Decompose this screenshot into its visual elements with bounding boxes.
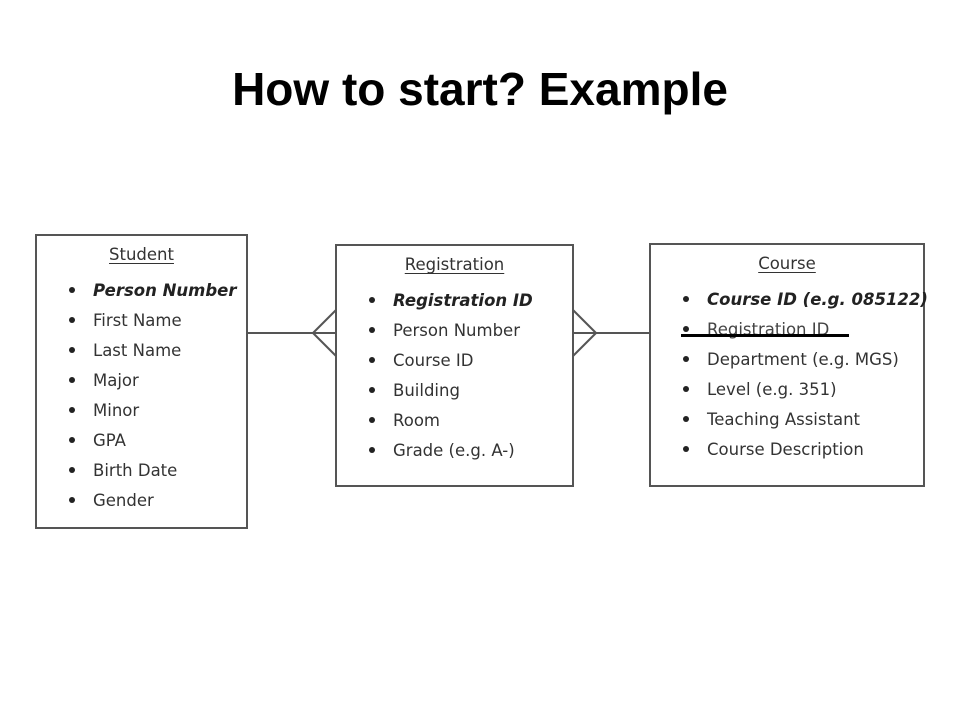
registration-course-crowfoot-upper [572, 309, 597, 334]
attribute-item-last-name: Last Name [37, 336, 246, 366]
bullet-icon [369, 387, 375, 393]
bullet-icon [69, 407, 75, 413]
attribute-item-course-id: Course ID [337, 346, 572, 376]
bullet-icon [683, 326, 689, 332]
attribute-item-major: Major [37, 366, 246, 396]
attribute-item-registration-id-removed: Registration ID [651, 315, 923, 345]
bullet-icon [369, 357, 375, 363]
bullet-icon [683, 446, 689, 452]
attribute-item-registration-id: Registration ID [337, 286, 572, 316]
attribute-item-building: Building [337, 376, 572, 406]
attribute-item-person-number: Person Number [337, 316, 572, 346]
student-attribute-list: Person Number First Name Last Name Major… [37, 276, 246, 516]
registration-entity-title: Registration [404, 255, 505, 274]
attribute-item-gender: Gender [37, 486, 246, 516]
attribute-item-gpa: GPA [37, 426, 246, 456]
registration-course-crowfoot-lower [572, 332, 597, 357]
attribute-item-grade: Grade (e.g. A-) [337, 436, 572, 466]
attribute-item-birth-date: Birth Date [37, 456, 246, 486]
bullet-icon [369, 417, 375, 423]
student-entity: Student Person Number First Name Last Na… [35, 234, 248, 529]
attribute-item-teaching-assistant: Teaching Assistant [651, 405, 923, 435]
bullet-icon [683, 356, 689, 362]
bullet-icon [69, 497, 75, 503]
student-entity-title: Student [109, 245, 174, 264]
attribute-item-level: Level (e.g. 351) [651, 375, 923, 405]
bullet-icon [69, 437, 75, 443]
student-registration-crowfoot-upper [312, 309, 337, 334]
registration-entity: Registration Registration ID Person Numb… [335, 244, 574, 487]
bullet-icon [369, 327, 375, 333]
attribute-item-room: Room [337, 406, 572, 436]
student-registration-crowfoot-lower [312, 332, 337, 357]
attribute-item-minor: Minor [37, 396, 246, 426]
bullet-icon [683, 386, 689, 392]
bullet-icon [683, 296, 689, 302]
bullet-icon [69, 467, 75, 473]
attribute-item-department: Department (e.g. MGS) [651, 345, 923, 375]
bullet-icon [69, 317, 75, 323]
slide-title: How to start? Example [232, 63, 728, 115]
bullet-icon [369, 447, 375, 453]
strikethrough-line [681, 334, 849, 337]
bullet-icon [683, 416, 689, 422]
bullet-icon [369, 297, 375, 303]
course-entity: Course Course ID (e.g. 085122) Registrat… [649, 243, 928, 487]
course-attribute-list: Course ID (e.g. 085122) Registration ID … [651, 285, 928, 465]
course-entity-title: Course [758, 254, 816, 273]
attribute-item-person-number: Person Number [37, 276, 246, 306]
registration-attribute-list: Registration ID Person Number Course ID … [337, 286, 572, 466]
attribute-item-first-name: First Name [37, 306, 246, 336]
attribute-item-course-description: Course Description [651, 435, 923, 465]
bullet-icon [69, 287, 75, 293]
bullet-icon [69, 347, 75, 353]
bullet-icon [69, 377, 75, 383]
attribute-item-course-id: Course ID (e.g. 085122) [651, 285, 928, 315]
